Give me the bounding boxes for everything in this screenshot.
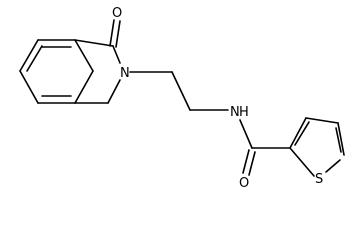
atom-label-nitrogen: N <box>230 105 240 120</box>
double-bond-inner <box>335 127 342 153</box>
bond <box>107 79 121 104</box>
bond <box>74 39 114 47</box>
double-bond-inner <box>294 121 310 146</box>
carbonyl-bond <box>115 20 121 48</box>
bond <box>305 117 339 124</box>
atom-label-oxygen: O <box>239 176 249 191</box>
ethyl-linker <box>129 71 229 111</box>
atom-label-nitrogen: N <box>120 66 130 81</box>
molecule-diagram: O N N H O S <box>19 6 345 191</box>
carbonyl-bond <box>242 149 250 174</box>
carbonyl-bond <box>109 19 115 47</box>
amide-group <box>239 119 291 176</box>
bond <box>112 45 121 64</box>
bond <box>19 70 39 104</box>
bond <box>325 159 341 173</box>
carbonyl-bond <box>248 151 256 176</box>
atom-label-oxygen: O <box>112 6 122 21</box>
bond <box>19 39 39 72</box>
bond <box>171 71 191 111</box>
bond <box>74 70 94 104</box>
structure-canvas: O N N H O S <box>19 6 345 191</box>
bond <box>289 117 307 149</box>
bond <box>337 122 345 156</box>
bond <box>74 39 94 72</box>
thiophene-ring <box>289 117 345 177</box>
bond <box>289 147 315 177</box>
double-bond-inner <box>26 45 43 72</box>
atom-label-hydrogen: H <box>239 105 249 120</box>
lactam-ring <box>74 19 121 104</box>
atom-label-sulfur: S <box>315 172 323 187</box>
bond <box>239 119 253 149</box>
benzene-ring <box>19 39 94 104</box>
